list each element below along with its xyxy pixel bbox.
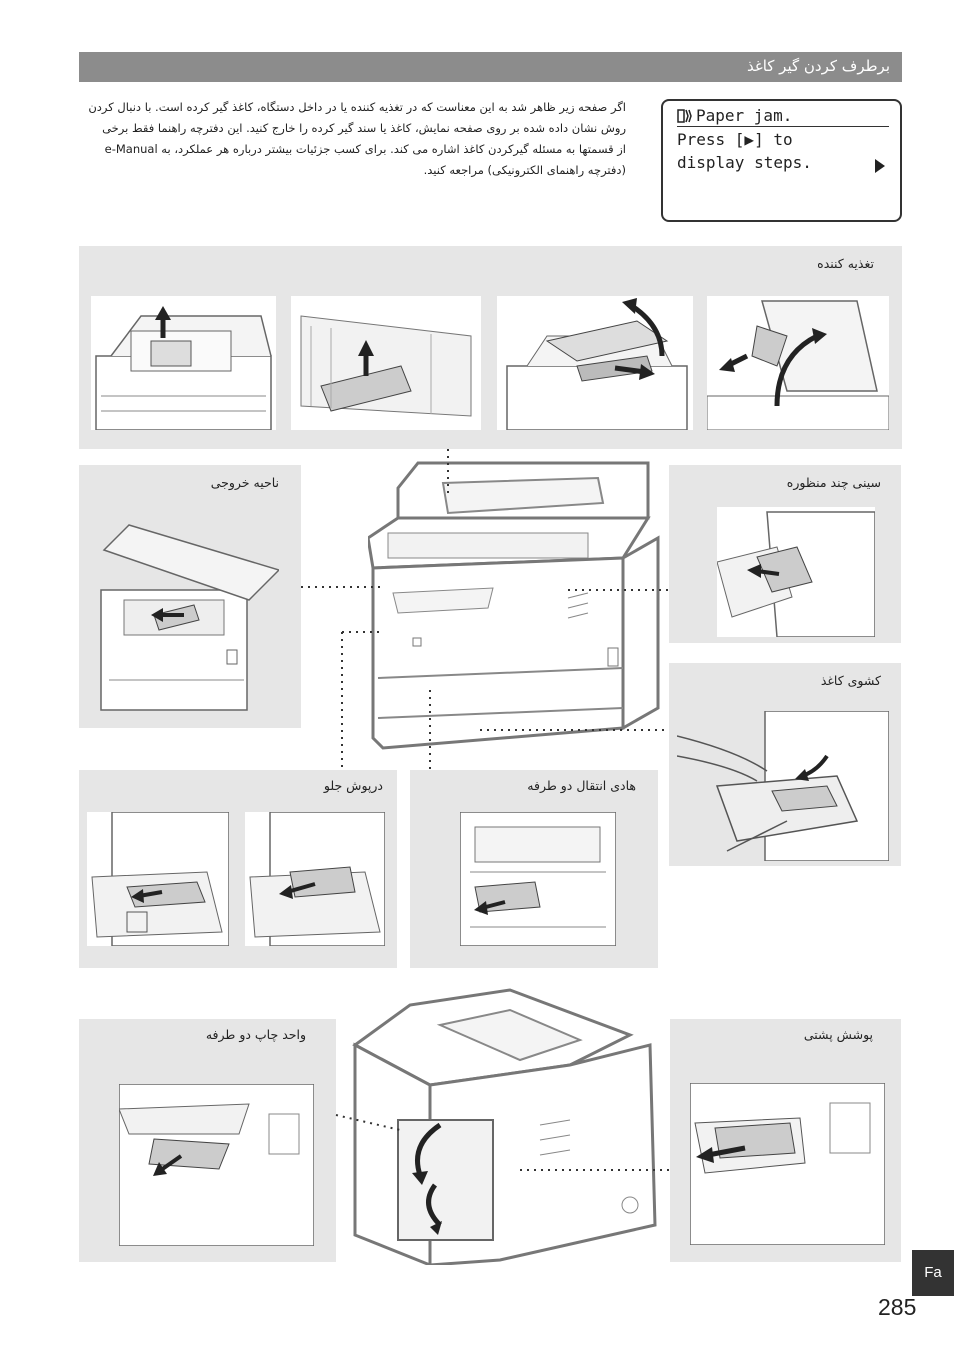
paper-jam-icon [677,109,692,123]
front-cover-step-1-image [87,812,229,946]
panel-rear-cover: پوشش پشتی [670,1019,901,1262]
intro-line: (دفترچه راهنمای الکترونیکی) مراجعه کنید. [423,163,626,177]
printer-rear-illustration [350,985,660,1265]
panel-transport-guide: هادی انتقال دو طرفه [410,770,658,968]
lcd-message: Paper jam. [696,106,793,125]
paper-drawer-image [677,711,889,861]
output-area-image [99,520,279,715]
panel-label-duplex: واحد چاپ دو طرفه [205,1027,306,1042]
feeder-step-1-image [91,296,276,430]
intro-line: روش نشان داده شده بر روی صفحه نمایش، کاغ… [102,121,626,135]
panel-label-rear: پوشش پشتی [803,1027,873,1042]
language-tab: Fa [912,1250,954,1296]
lcd-line-3: display steps. [677,153,812,172]
front-cover-step-2-image [245,812,385,946]
panel-output: ناحیه خروجی [79,465,301,728]
panel-label-output: ناحیه خروجی [210,475,279,490]
panel-duplex: واحد چاپ دو طرفه [79,1019,336,1262]
panel-drawer: کشوی کاغذ [669,663,901,866]
section-header: برطرف کردن گیر کاغذ [79,52,902,82]
duplex-unit-image [119,1084,314,1246]
lcd-display: Paper jam. Press [▶] to display steps. [661,99,902,222]
panel-label-front: درپوش جلو [323,778,383,793]
feeder-step-3-image [497,296,693,430]
panel-feeder: تغذیه کننده [79,246,902,449]
intro-line: از قسمتها به مسئله گیرکردن کاغذ اشاره می… [104,142,626,156]
page-number: 285 [878,1294,917,1320]
panel-label-transport: هادی انتقال دو طرفه [527,778,636,793]
rear-cover-image [690,1083,885,1245]
printer-front-illustration [368,458,668,750]
transport-guide-image [460,812,616,946]
panel-front-cover: درپوش جلو [79,770,397,968]
panel-label-drawer: کشوی کاغذ [820,673,881,688]
intro-paragraph: اگر صفحه زیر ظاهر شد به این معناست که در… [80,97,626,181]
intro-line: اگر صفحه زیر ظاهر شد به این معناست که در… [88,100,626,114]
feeder-step-4-image [707,296,889,430]
feeder-step-2-image [291,296,481,430]
lcd-line-1: Paper jam. [677,106,889,127]
panel-label-feeder: تغذیه کننده [817,256,874,271]
panel-label-multipurpose: سینی چند منظوره [786,475,881,490]
section-title: برطرف کردن گیر کاغذ [746,57,890,75]
right-arrow-icon [875,159,885,173]
multipurpose-tray-image [717,507,875,637]
lcd-line-2: Press [▶] to [677,130,793,149]
panel-multipurpose: سینی چند منظوره [669,465,901,643]
